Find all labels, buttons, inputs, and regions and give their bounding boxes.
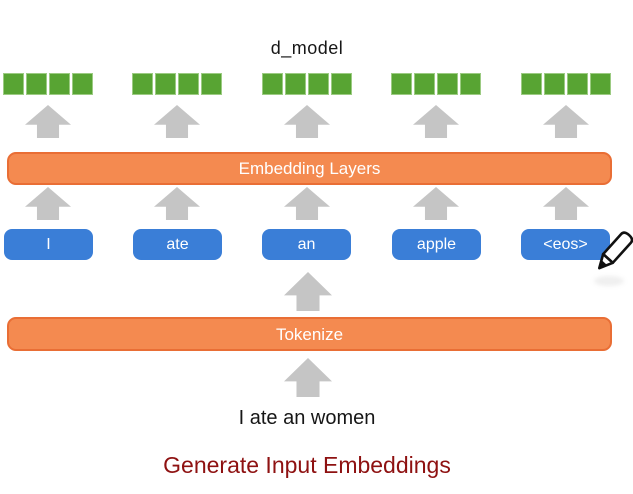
vector-cell <box>544 73 565 95</box>
token-chip-apple: apple <box>392 229 481 260</box>
vector-cell <box>49 73 70 95</box>
vector-cell <box>414 73 435 95</box>
vector-cell <box>26 73 47 95</box>
up-arrow-icon <box>413 187 459 220</box>
token-chip-eos: <eos> <box>521 229 610 260</box>
pencil-smudge <box>594 276 624 286</box>
page-title: Generate Input Embeddings <box>163 452 451 478</box>
up-arrow-icon <box>154 187 200 220</box>
up-arrow-icon <box>154 105 200 138</box>
vector-cell <box>155 73 176 95</box>
up-arrow-icon <box>284 105 330 138</box>
vector-cell <box>391 73 412 95</box>
vector-cell <box>132 73 153 95</box>
up-arrow-icon <box>25 105 71 138</box>
vector-cell <box>262 73 283 95</box>
token-chip-an: an <box>262 229 351 260</box>
embedding-vector-3 <box>262 73 352 95</box>
input-sentence: I ate an women <box>238 407 376 429</box>
vector-cell <box>521 73 542 95</box>
tokenize-bar: Tokenize <box>7 317 612 351</box>
vector-cell <box>331 73 352 95</box>
vector-cell <box>590 73 611 95</box>
up-arrow-icon <box>413 105 459 138</box>
d-model-label: d_model <box>270 38 344 58</box>
up-arrow-icon <box>284 358 332 397</box>
vector-cell <box>178 73 199 95</box>
embedding-vector-5 <box>521 73 611 95</box>
pencil-icon <box>597 231 633 270</box>
embedding-layers-bar: Embedding Layers <box>7 152 612 185</box>
vector-cell <box>201 73 222 95</box>
up-arrow-icon <box>25 187 71 220</box>
up-arrow-icon <box>284 272 332 311</box>
vector-cell <box>437 73 458 95</box>
embedding-vector-2 <box>132 73 222 95</box>
token-chip-ate: ate <box>133 229 222 260</box>
vector-cell <box>285 73 306 95</box>
embedding-vector-1 <box>3 73 93 95</box>
vector-cell <box>72 73 93 95</box>
up-arrow-icon <box>543 187 589 220</box>
vector-cell <box>308 73 329 95</box>
embedding-vector-4 <box>391 73 481 95</box>
up-arrow-icon <box>284 187 330 220</box>
vector-cell <box>460 73 481 95</box>
vector-cell <box>3 73 24 95</box>
up-arrow-icon <box>543 105 589 138</box>
token-chip-i: I <box>4 229 93 260</box>
vector-cell <box>567 73 588 95</box>
